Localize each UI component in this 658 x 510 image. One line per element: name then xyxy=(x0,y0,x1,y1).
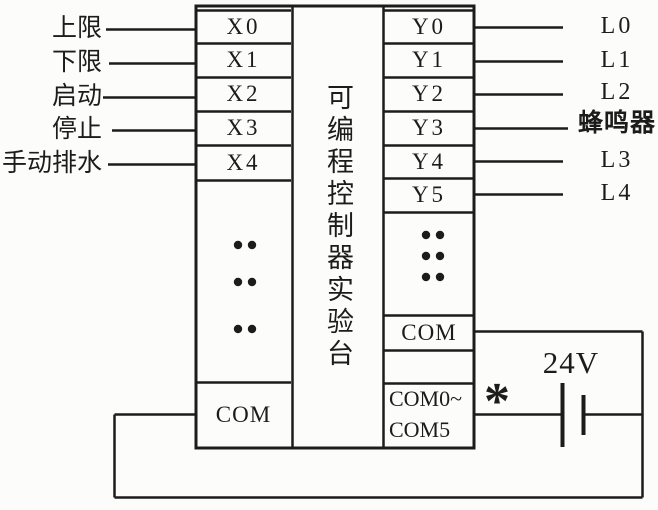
input-signal-start: 启动 xyxy=(51,83,102,110)
asterisk-marker: * xyxy=(484,373,510,430)
input-ellipsis-dots-icon xyxy=(233,240,257,334)
input-wires xyxy=(103,28,196,166)
input-signal-upper-limit: 上限 xyxy=(51,15,102,42)
device-label-l4: L4 xyxy=(600,180,634,206)
output-cell-lines xyxy=(384,9,474,385)
terminal-y0: Y0 xyxy=(411,13,447,39)
plc-box-outline xyxy=(194,4,476,450)
terminal-y1: Y1 xyxy=(411,47,447,72)
terminal-x1: X1 xyxy=(226,47,261,72)
terminal-y5: Y5 xyxy=(411,182,447,207)
terminal-x0: X0 xyxy=(226,13,261,39)
output-ellipsis-dots-icon xyxy=(421,230,445,282)
input-signal-manual-drain: 手动排水 xyxy=(1,150,102,177)
input-signal-lower-limit: 下限 xyxy=(51,49,102,76)
terminal-input-com: COM xyxy=(215,402,272,427)
plc-title: 可编程控制器实验台 xyxy=(323,83,353,371)
input-cell-lines xyxy=(196,9,291,384)
device-label-buzzer: 蜂鸣器 xyxy=(577,110,656,137)
voltage-label-24v: 24V xyxy=(542,345,600,380)
device-label-l3: L3 xyxy=(600,147,634,173)
input-signal-stop: 停止 xyxy=(51,116,102,143)
output-wires xyxy=(474,26,568,196)
device-label-l0: L0 xyxy=(600,13,634,39)
device-label-l2: L2 xyxy=(600,79,634,105)
terminal-com-range: COM0~ COM5 xyxy=(389,383,474,445)
device-label-l1: L1 xyxy=(600,47,634,73)
terminal-x3: X3 xyxy=(226,115,261,140)
battery-24v-icon xyxy=(560,383,586,447)
terminal-output-com: COM xyxy=(401,319,457,345)
terminal-x2: X2 xyxy=(226,81,261,106)
terminal-y3: Y3 xyxy=(411,115,447,140)
terminal-y2: Y2 xyxy=(411,81,447,106)
com-range-line1: COM0~ xyxy=(389,386,463,411)
com-range-line2: COM5 xyxy=(389,417,451,442)
plc-title-column: 可编程控制器实验台 xyxy=(292,6,383,448)
terminal-y4: Y4 xyxy=(411,148,447,174)
common-loop-wires xyxy=(113,330,644,499)
terminal-x4: X4 xyxy=(226,149,261,175)
